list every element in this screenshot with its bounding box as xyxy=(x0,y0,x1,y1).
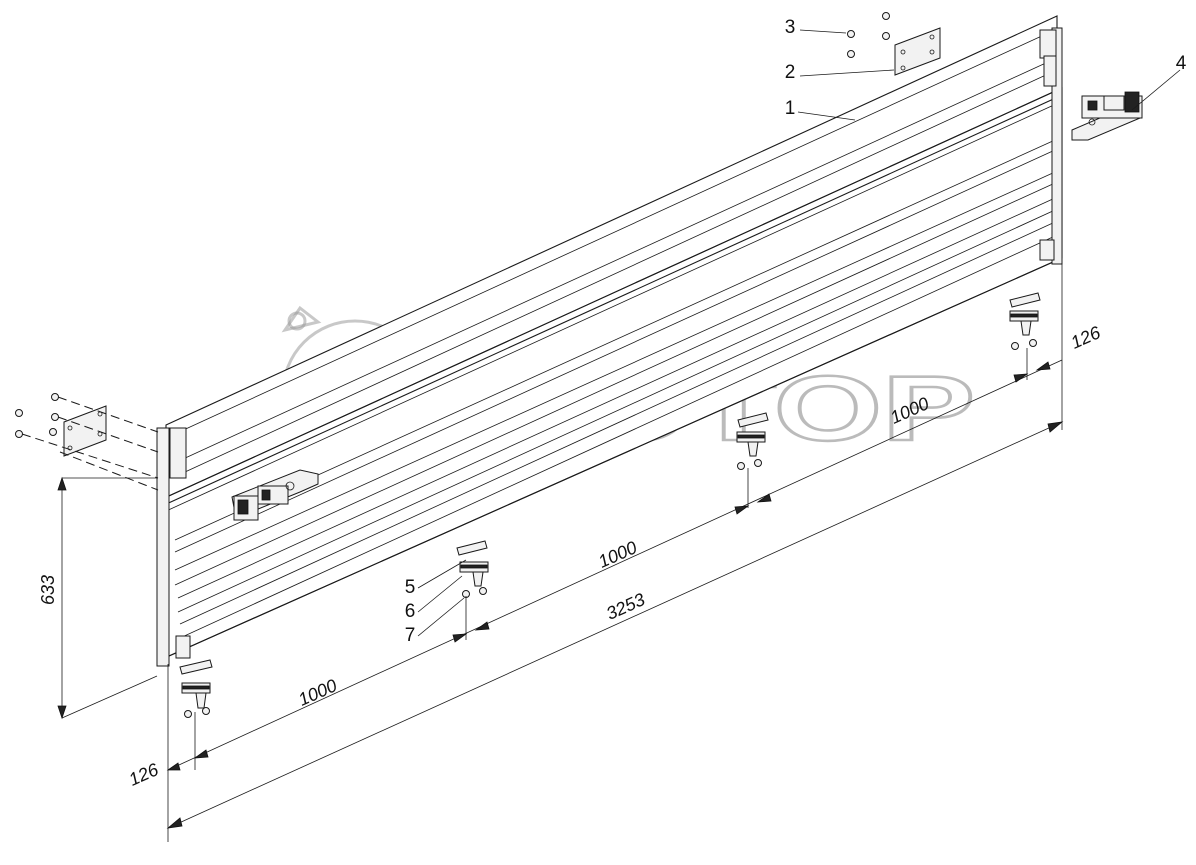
board-left-bracket xyxy=(169,427,187,479)
part-label-7: 7 xyxy=(405,625,416,646)
part-2-plate-left xyxy=(63,405,107,457)
part-label-4: 4 xyxy=(1176,53,1187,74)
dim-total-length: 3253 xyxy=(603,589,648,624)
dim-spacing-2: 1000 xyxy=(595,537,640,572)
part-label-5: 5 xyxy=(405,577,416,598)
support-hook-far-left xyxy=(179,659,213,718)
watermark-logo-hole-1 xyxy=(287,311,307,331)
board-left-bottom-bracket xyxy=(175,635,191,659)
part-3-nuts-left xyxy=(15,393,59,438)
board-right-end-post xyxy=(1051,27,1063,265)
part-label-1: 1 xyxy=(785,98,796,119)
support-hook-left xyxy=(456,540,489,598)
board-left-end-post xyxy=(156,427,170,667)
part-label-2: 2 xyxy=(785,62,796,83)
part-3-nuts-top xyxy=(847,12,890,58)
board-right-bottom-bracket xyxy=(1039,239,1055,261)
left-explode-lines xyxy=(21,396,159,491)
part-2-plate-top xyxy=(894,27,941,76)
side-board-assembly xyxy=(156,15,1063,667)
dim-left-offset: 126 xyxy=(126,759,162,790)
part-label-3: 3 xyxy=(785,17,796,38)
dim-spacing-1: 1000 xyxy=(295,675,340,710)
board-right-hinge xyxy=(1043,55,1057,87)
board-lock-latch xyxy=(231,469,319,521)
dim-height: 633 xyxy=(38,575,58,605)
leader-lines xyxy=(417,29,1181,637)
board-right-top-bracket xyxy=(1039,29,1057,59)
support-hook-right xyxy=(1009,292,1041,350)
part-4-lock xyxy=(1071,91,1143,141)
dim-right-offset: 126 xyxy=(1068,322,1104,353)
part-label-6: 6 xyxy=(405,601,416,622)
dimension-lines xyxy=(57,264,1064,842)
support-hook-middle xyxy=(736,412,769,470)
